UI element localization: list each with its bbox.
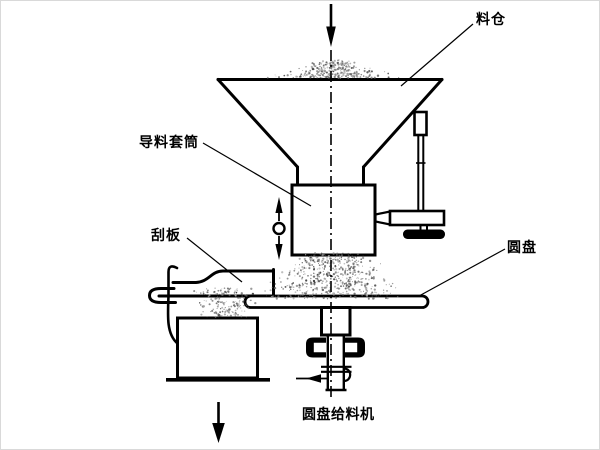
direction-arrow xyxy=(296,374,327,383)
leader-lines xyxy=(186,23,506,297)
material-speckles xyxy=(193,59,400,318)
label-disc: 圆盘 xyxy=(507,239,537,255)
vertical-adjust-arrow xyxy=(272,197,286,260)
feed-arrow xyxy=(326,4,336,47)
drive-shaft xyxy=(320,306,352,392)
guide-sleeve-outline xyxy=(290,183,377,257)
leader-disc xyxy=(418,248,506,297)
label-hopper: 料仓 xyxy=(476,11,506,27)
collection-box xyxy=(166,316,270,382)
leader-guide-sleeve xyxy=(202,142,312,207)
hopper-outline xyxy=(216,78,444,187)
support-stand xyxy=(374,110,446,239)
discharge-arrow xyxy=(212,402,225,443)
leader-scraper xyxy=(186,237,243,283)
label-scraper: 刮板 xyxy=(151,227,181,243)
jaw-coupling xyxy=(306,337,365,358)
diagram-caption: 圆盘给料机 xyxy=(302,406,375,422)
stand-foot xyxy=(403,229,445,239)
leader-hopper xyxy=(400,23,474,87)
label-guide-sleeve: 导料套筒 xyxy=(139,134,199,150)
